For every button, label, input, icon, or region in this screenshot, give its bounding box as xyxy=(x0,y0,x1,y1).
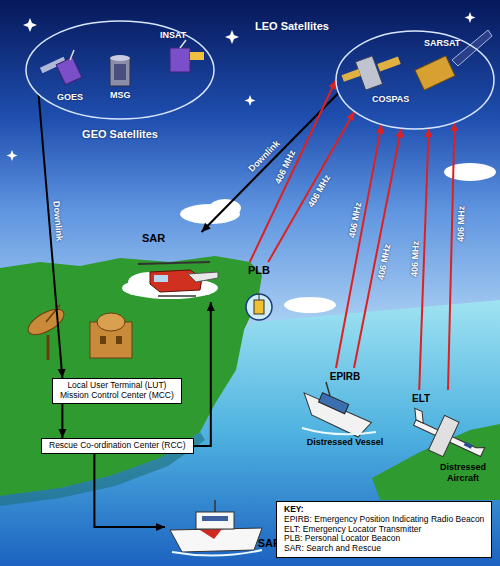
cospas-satellite xyxy=(342,56,401,90)
node-label: Local User Terminal (LUT) xyxy=(60,381,174,391)
connector xyxy=(419,128,429,390)
node-label: Rescue Co-ordination Center (RCC) xyxy=(49,441,186,451)
plb-beacon xyxy=(246,294,272,320)
group-ellipse xyxy=(25,20,215,120)
group-ellipse-outline xyxy=(336,31,494,129)
satellite-name: GOES xyxy=(57,92,83,102)
node-subtext: PLB: Personal Locator Beacon xyxy=(284,534,484,544)
lut-ground-station xyxy=(24,304,132,360)
node-label: SAR xyxy=(142,232,165,245)
connector xyxy=(354,128,401,368)
key-box: KEY:EPIRB: Emergency Position Indicating… xyxy=(276,501,492,558)
elt-node: ELT Distressed Aircraft xyxy=(400,390,496,484)
lut-mcc-box: Local User Terminal (LUT)Mission Control… xyxy=(52,378,182,404)
group-ellipse xyxy=(335,30,495,130)
signal-label: 406 MHz xyxy=(346,202,362,239)
msg-satellite xyxy=(110,55,130,86)
node-subtext: Distressed Vessel xyxy=(300,437,390,447)
coast-shadow xyxy=(0,432,205,506)
plb-node: PLB xyxy=(236,262,282,326)
distressed-vessel xyxy=(297,382,376,439)
satellite-name: SARSAT xyxy=(424,38,460,48)
sar-ship xyxy=(170,500,262,556)
rcc-box: Rescue Co-ordination Center (RCC) xyxy=(41,438,194,454)
clouds xyxy=(122,163,496,313)
epirb-node: EPIRB Distressed Vessel xyxy=(300,368,390,448)
sarsat-satellite xyxy=(415,30,492,90)
node-label: LEO Satellites xyxy=(255,20,329,33)
node-label: PLB xyxy=(236,264,282,277)
connector xyxy=(336,124,382,368)
connector xyxy=(61,404,63,439)
connector xyxy=(94,454,165,527)
signal-label: 406 MHz xyxy=(306,173,333,209)
signal-label: 406 MHz xyxy=(409,241,420,277)
satellite-name: INSAT xyxy=(160,30,186,40)
stars xyxy=(7,12,476,161)
connector xyxy=(250,80,336,262)
connector xyxy=(268,112,354,263)
connector xyxy=(194,302,211,446)
sar-ship-node: SAR xyxy=(165,498,285,556)
node-subtext: SAR: Search and Rescue xyxy=(284,544,484,554)
node-label: KEY: xyxy=(284,505,484,515)
geo-satellite-group: GEO Satellites xyxy=(25,20,215,120)
goes-satellite xyxy=(40,50,82,85)
coast-land xyxy=(0,256,262,496)
node-subtext: Distressed Aircraft xyxy=(434,462,492,483)
signal-label: 406 MHz xyxy=(273,149,297,186)
node-label: EPIRB xyxy=(300,371,390,383)
leo-satellite-group: LEO Satellites xyxy=(335,30,495,130)
group-ellipse-outline xyxy=(26,21,214,119)
satellite-name: COSPAS xyxy=(372,94,409,104)
connector xyxy=(448,122,455,390)
node-subtext: EPIRB: Emergency Position Indicating Rad… xyxy=(284,515,484,525)
connector xyxy=(202,93,339,232)
signal-label: 406 MHz xyxy=(376,243,393,280)
distressed-aircraft xyxy=(401,403,490,471)
signal-label: Downlink xyxy=(246,138,281,174)
node-subtext: ELT: Emergency Locator Transmitter xyxy=(284,525,484,535)
signal-label: 406 MHz xyxy=(456,206,467,242)
signal-label: Downlink xyxy=(52,201,65,242)
sar-helicopter-node: SAR xyxy=(128,232,220,302)
sar-helicopter xyxy=(138,262,218,296)
insat-satellite xyxy=(170,40,204,72)
node-subtext: Mission Control Center (MCC) xyxy=(60,391,174,401)
node-label: GEO Satellites xyxy=(25,128,215,141)
satellite-name: MSG xyxy=(110,90,131,100)
node-label: ELT xyxy=(412,393,430,405)
